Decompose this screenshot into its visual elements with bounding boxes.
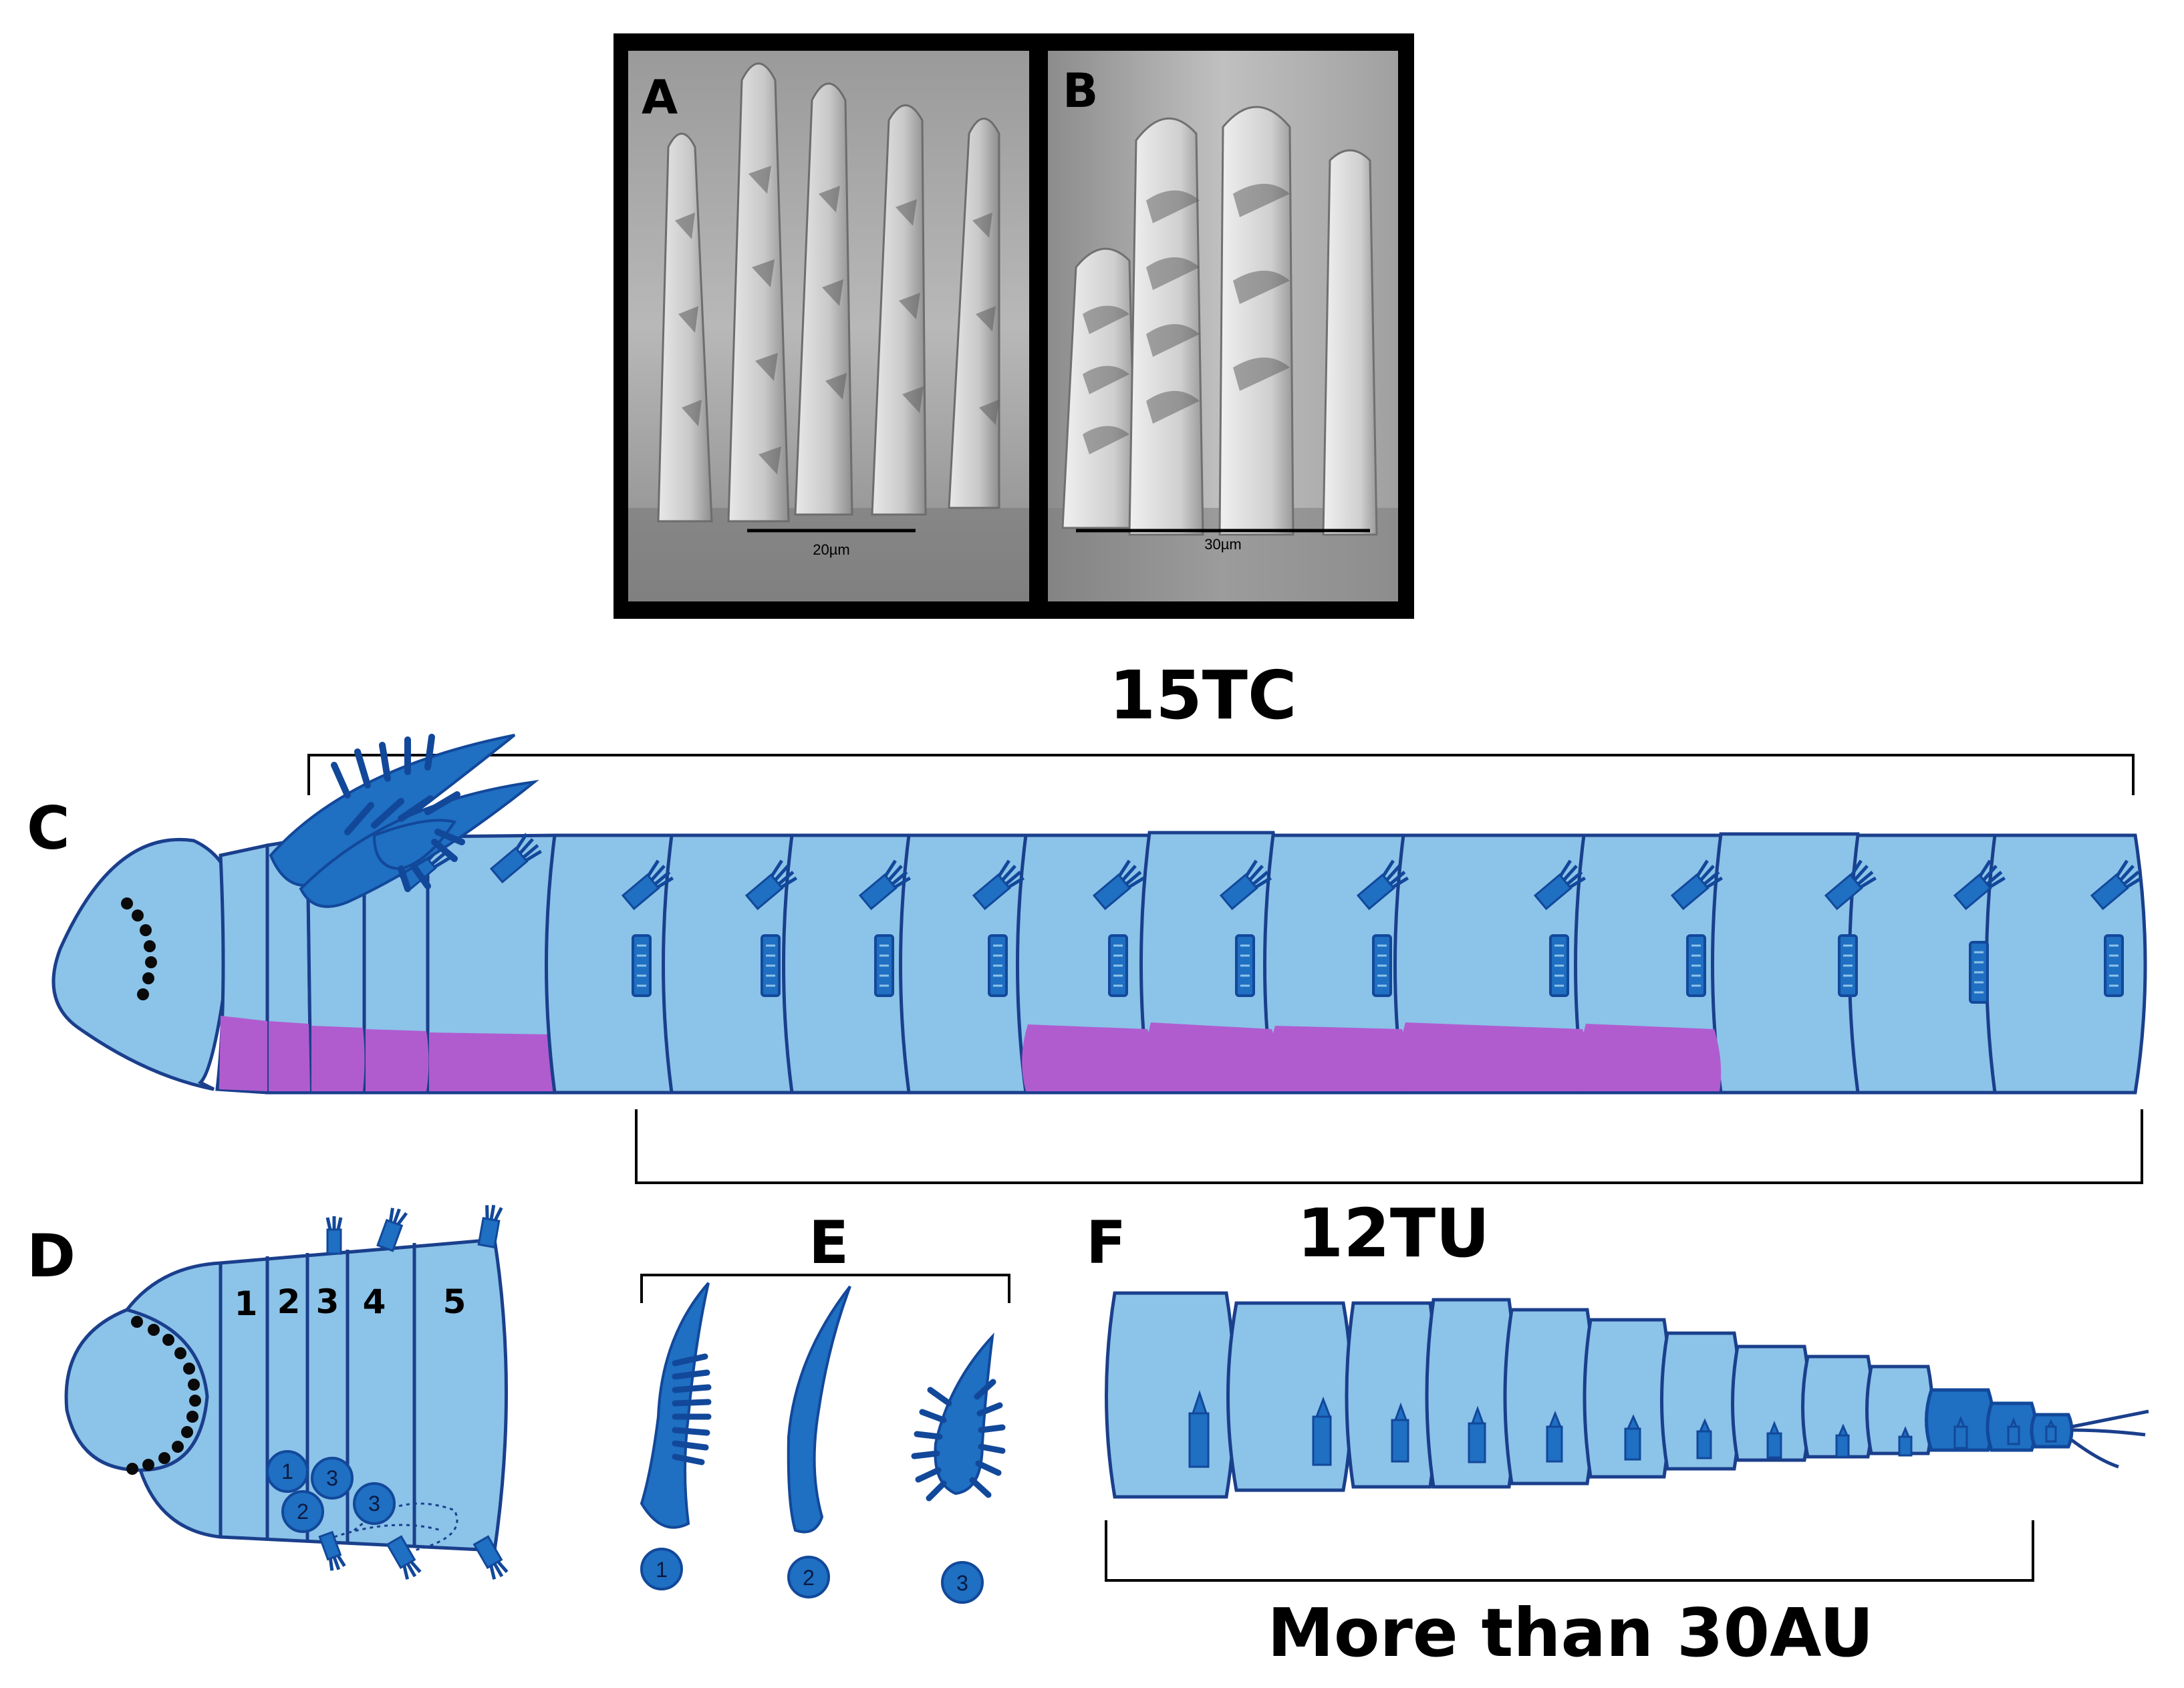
bracket-12tu [635,1109,2143,1184]
panel-f: F 12TU [1086,1194,2149,1672]
panel-label-d: D [27,1222,76,1290]
eye-dots-d [126,1316,201,1475]
sem-photo-b: 30µm B [1048,51,1398,601]
panel-d-notochaetae [318,1204,509,1580]
scale-bar-b-label: 30µm [1204,536,1241,553]
segment-number-1: 1 [235,1284,258,1323]
chaeta-number-1: 1 [656,1558,668,1582]
panel-c-unciniger-ticks [637,944,2119,994]
label-12tu: 12TU [1297,1194,1490,1272]
sem-photo-a: 20µm A [628,51,1029,601]
panel-label-c: C [27,794,70,863]
segment-number-5: 5 [443,1282,466,1321]
bracket-e [640,1274,1010,1303]
panel-f-segments [1105,1291,1934,1499]
panel-d: D 1 2 3 4 5 [27,1204,509,1580]
chaeta-number-3: 3 [956,1571,968,1595]
segment-number-4: 4 [363,1282,386,1321]
circle-number-1: 1 [281,1459,293,1484]
panel-c: C 15TC [27,656,2147,1184]
circle-number-2: 3 [326,1466,338,1490]
sem-panel-group: 20µm A 30µm B [613,33,1414,619]
bracket-15tc [307,754,2135,795]
scale-bar-a-label: 20µm [813,541,849,558]
panel-c-head [51,837,237,1091]
panel-label-f: F [1086,1208,1126,1277]
panel-d-circles [266,1450,396,1533]
panel-label-e: E [809,1208,849,1277]
circle-number-3: 2 [297,1500,309,1524]
panel-c-magenta-trunk [1022,1022,1722,1091]
panel-c-paleae [269,734,539,908]
chaeta-2: 2 [787,1285,851,1598]
segment-number-2: 2 [277,1282,301,1321]
panel-label-b: B [1063,63,1098,118]
label-15tc: 15TC [1109,656,1297,734]
panel-f-uncini [1188,1390,2057,1468]
panel-e: E 1 2 3 [640,1208,1010,1604]
chaeta-number-2: 2 [803,1566,815,1590]
label-30au: More than 30AU [1267,1594,1873,1672]
chaeta-1: 1 [640,1282,712,1590]
chaeta-3: 3 [911,1332,1006,1604]
segment-number-3: 3 [316,1282,339,1321]
panel-f-anal-cirri [2070,1409,2149,1469]
panel-c-magenta-anterior [219,1016,557,1091]
circle-number-4: 3 [368,1492,380,1516]
panel-label-a: A [642,70,678,125]
eye-dots-c [121,897,157,1000]
bracket-30au [1105,1520,2034,1582]
